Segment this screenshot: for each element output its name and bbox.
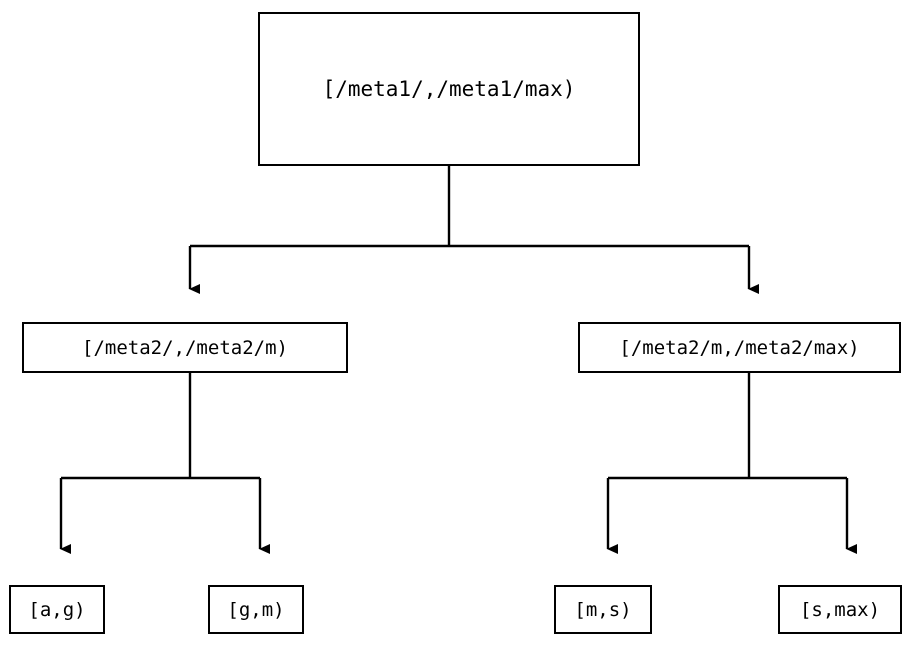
tree-leaf-m-s: [m,s) [554, 585, 652, 634]
tree-leaf-a-g: [a,g) [9, 585, 105, 634]
tree-node-mid-right: [/meta2/m,/meta2/max) [578, 322, 901, 373]
tree-node-root: [/meta1/,/meta1/max) [258, 12, 640, 166]
tree-node-mid-left: [/meta2/,/meta2/m) [22, 322, 348, 373]
tree-leaf-s-max: [s,max) [778, 585, 902, 634]
tree-leaf-g-m: [g,m) [208, 585, 304, 634]
